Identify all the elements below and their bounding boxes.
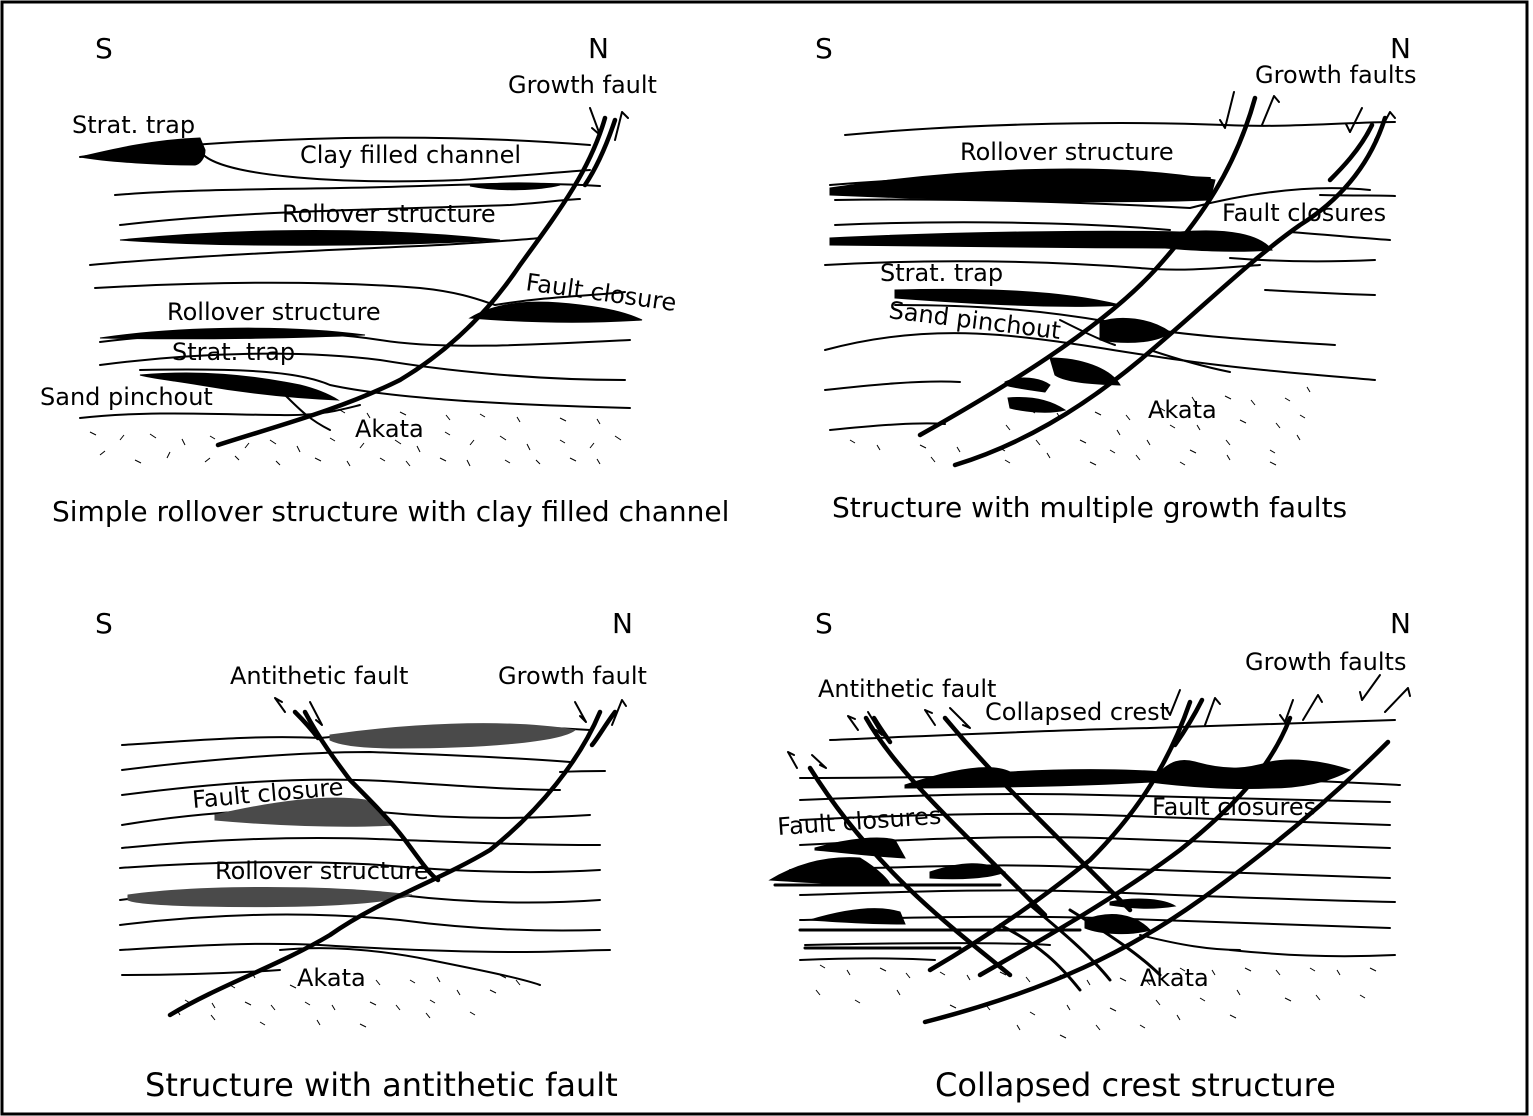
growth-faults [917,91,1396,468]
fault-arrow-down-icon [309,701,323,726]
rollover-lower-label: Rollover structure [167,298,381,326]
collapsed-crest-label: Collapsed crest [985,698,1169,726]
north-label: N [588,32,609,65]
akata-pattern [176,972,521,1028]
panel-multiple-growth-faults: S N [815,32,1416,524]
fault-arrow-down-icon [949,707,971,729]
strat-trap-label: Strat. trap [72,111,195,139]
fault-arrow-up-icon [1204,697,1221,726]
akata-label: Akata [1148,396,1217,424]
fault-arrow-up-icon [924,709,936,726]
panel-caption: Simple rollover structure with clay fill… [52,495,729,528]
panel-caption: Collapsed crest structure [935,1066,1336,1104]
north-label: N [1390,32,1411,65]
fault-arrow-up-icon [1261,95,1280,126]
growth-fault-label: Growth fault [508,71,657,99]
south-label: S [95,32,113,65]
akata-label: Akata [297,964,366,992]
fault-arrow-down-icon [1219,91,1235,129]
south-label: S [815,607,833,640]
growth-fault [215,107,629,448]
rollover-label: Rollover structure [960,138,1174,166]
akata-label: Akata [1140,964,1209,992]
rollover-upper-label: Rollover structure [282,200,496,228]
north-label: N [612,607,633,640]
panel-caption: Structure with multiple growth faults [832,491,1347,524]
fault-arrow-down-icon [811,754,827,769]
panel-simple-rollover: S N [40,32,729,528]
north-label: N [1390,607,1411,640]
fault-arrow-up-icon [1374,111,1396,141]
fault-arrow-up-icon [614,111,629,141]
antithetic-fault-label: Antithetic fault [230,662,408,690]
fault-arrow-down-icon [1279,699,1294,723]
faults [167,697,627,1018]
south-label: S [815,32,833,65]
fault-closures-label: Fault closures [1222,199,1386,227]
growth-fault-label: Growth fault [498,662,647,690]
fault-closures-right-label: Fault closures [1152,793,1316,821]
sand-pinchout-label: Sand pinchout [40,383,213,411]
fault-arrow-down-icon [1165,689,1181,716]
reservoirs [127,723,577,908]
fault-arrow-down-icon [589,107,601,136]
rollover-label: Rollover structure [215,857,429,885]
reservoirs [79,137,643,401]
reservoirs [768,759,1352,935]
fault-arrow-down-icon [574,701,587,723]
growth-faults-label: Growth faults [1245,648,1406,676]
fault-arrow-up-icon [611,699,627,726]
akata-pattern [89,409,622,467]
south-label: S [95,607,113,640]
reservoirs [829,168,1273,413]
clay-channel-label: Clay filled channel [300,141,521,169]
panel-antithetic-fault: S N [95,607,647,1104]
fault-arrow-up-icon [847,715,859,731]
fault-arrow-down-icon [1359,674,1381,701]
panel-collapsed-crest: S N [768,607,1411,1104]
strata-lines [79,136,631,431]
antithetic-fault-label: Antithetic fault [818,675,996,703]
fault-arrow-up-icon [1302,694,1323,721]
fault-arrow-up-icon [274,697,286,713]
fault-arrow-down-icon [867,711,883,736]
akata-label: Akata [355,415,424,443]
akata-pattern [849,386,1311,466]
fault-arrow-up-icon [1384,687,1411,713]
fault-arrow-down-icon [1345,107,1363,133]
strat-trap-lower-label: Strat. trap [172,338,295,366]
growth-faults-label: Growth faults [1255,61,1416,89]
panel-caption: Structure with antithetic fault [145,1066,618,1104]
faults [787,674,1411,1025]
strat-trap-label: Strat. trap [880,259,1003,287]
fault-arrow-up-icon [787,751,798,769]
